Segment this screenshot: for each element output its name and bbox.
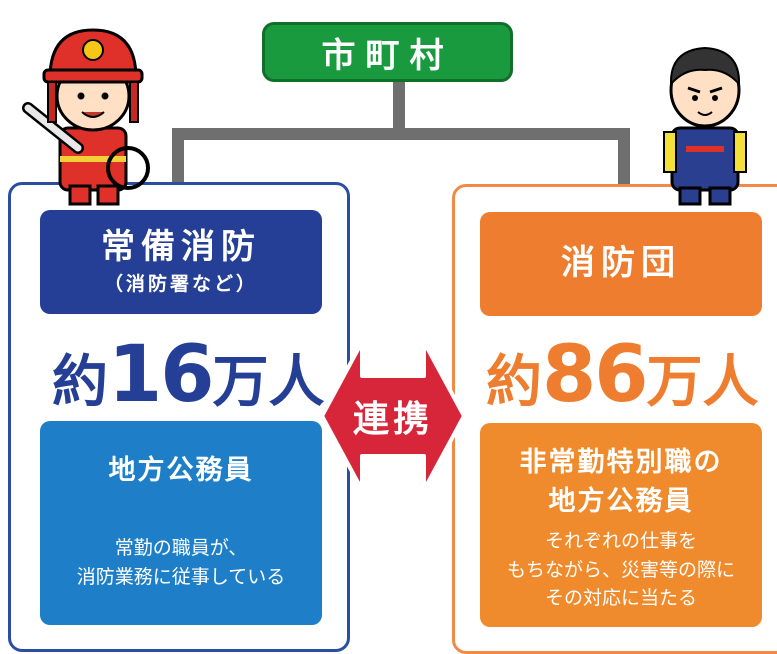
volunteer-fire-corps-count: 約 86 万人 (486, 330, 759, 420)
regular-fire-service-subtitle: （消防署など） (103, 273, 258, 296)
double-arrow-icon (322, 342, 464, 490)
regular-fire-service-header: 常備消防 （消防署など） (40, 210, 322, 314)
count-number: 86 (542, 330, 649, 420)
connector-vertical-top (393, 80, 405, 136)
volunteer-fire-corps-header: 消防団 (480, 212, 762, 316)
description-line: 消防業務に従事している (76, 565, 286, 588)
volunteer-firefighter-icon (663, 46, 747, 206)
count-prefix: 約 (486, 350, 542, 415)
count-prefix: 約 (52, 350, 108, 415)
volunteer-fire-corps-description: 非常勤特別職の 地方公務員 それぞれの仕事を もちながら、災害等の際に その対応… (480, 423, 762, 627)
cooperation-label: 連携 (352, 399, 433, 440)
description-line: それぞれの仕事を (544, 530, 697, 553)
regular-fire-service-count: 約 16 万人 (52, 330, 325, 420)
regular-fire-service-description: 地方公務員 常勤の職員が、 消防業務に従事している (40, 421, 322, 625)
volunteer-fire-corps-title: 消防団 (561, 243, 681, 284)
municipality-label: 市町村 (321, 35, 454, 76)
regular-fire-service-title: 常備消防 (101, 226, 261, 267)
firefighter-icon (22, 28, 150, 206)
description-line: 常勤の職員が、 (114, 537, 248, 560)
description-title-line: 地方公務員 (548, 486, 694, 518)
count-suffix: 万人 (646, 350, 759, 415)
description-line: その対応に当たる (544, 587, 697, 610)
description-title-line: 非常勤特別職の (519, 447, 723, 478)
count-suffix: 万人 (212, 350, 325, 415)
description-title: 地方公務員 (108, 455, 254, 486)
connector-horizontal (172, 128, 630, 140)
count-number: 16 (108, 330, 215, 420)
municipality-box: 市町村 (262, 22, 513, 82)
description-line: もちながら、災害等の際に (506, 558, 735, 581)
